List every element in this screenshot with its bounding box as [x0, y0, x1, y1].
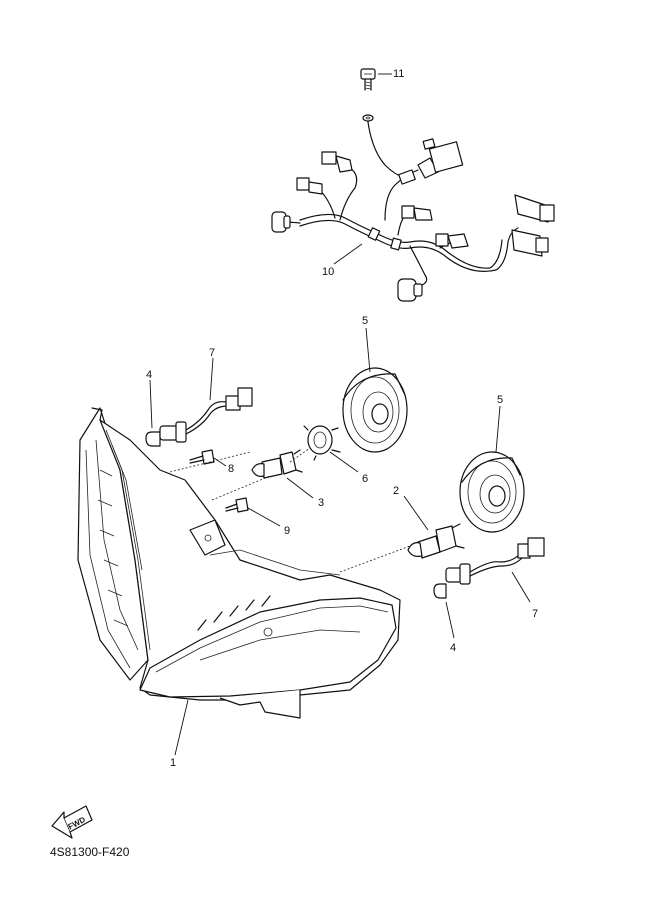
- callout-7-upper: 7: [209, 347, 215, 359]
- callout-10: 10: [322, 266, 334, 278]
- callout-2: 2: [393, 485, 399, 497]
- diagram-code: 4S81300-F420: [50, 845, 130, 859]
- part-4-position-bulb-upper: [145, 379, 161, 447]
- callout-4-lower: 4: [450, 642, 456, 654]
- part-11-screw: [360, 68, 392, 122]
- callout-11: 11: [393, 68, 404, 80]
- fwd-arrow-icon: FWD: [51, 805, 93, 839]
- callout-4-upper: 4: [146, 369, 152, 381]
- callout-3: 3: [318, 497, 324, 509]
- part-9-screw: [225, 497, 281, 527]
- part-4-position-bulb-lower: [433, 583, 455, 639]
- callout-5-lower: 5: [497, 394, 503, 406]
- part-1-headlight-unit: [77, 407, 401, 756]
- part-7-socket-upper: [159, 357, 253, 443]
- part-5-cover-upper: [342, 327, 408, 453]
- part-5-cover-lower: [459, 405, 525, 533]
- callout-5-upper: 5: [362, 315, 368, 327]
- part-3-bulb-upper: [251, 449, 314, 499]
- part-8-screw: [189, 449, 227, 467]
- callout-7-lower: 7: [532, 608, 538, 620]
- callout-9: 9: [284, 525, 290, 537]
- callout-1: 1: [170, 757, 176, 769]
- callout-8: 8: [228, 463, 234, 475]
- part-6-bulb-holder: [303, 425, 359, 473]
- part-10-wire-harness: [271, 121, 555, 302]
- callout-6: 6: [362, 473, 368, 485]
- part-2-bulb-lower: [403, 495, 465, 559]
- assembly-guide-lines: [169, 447, 411, 573]
- part-7-socket-lower: [445, 537, 545, 603]
